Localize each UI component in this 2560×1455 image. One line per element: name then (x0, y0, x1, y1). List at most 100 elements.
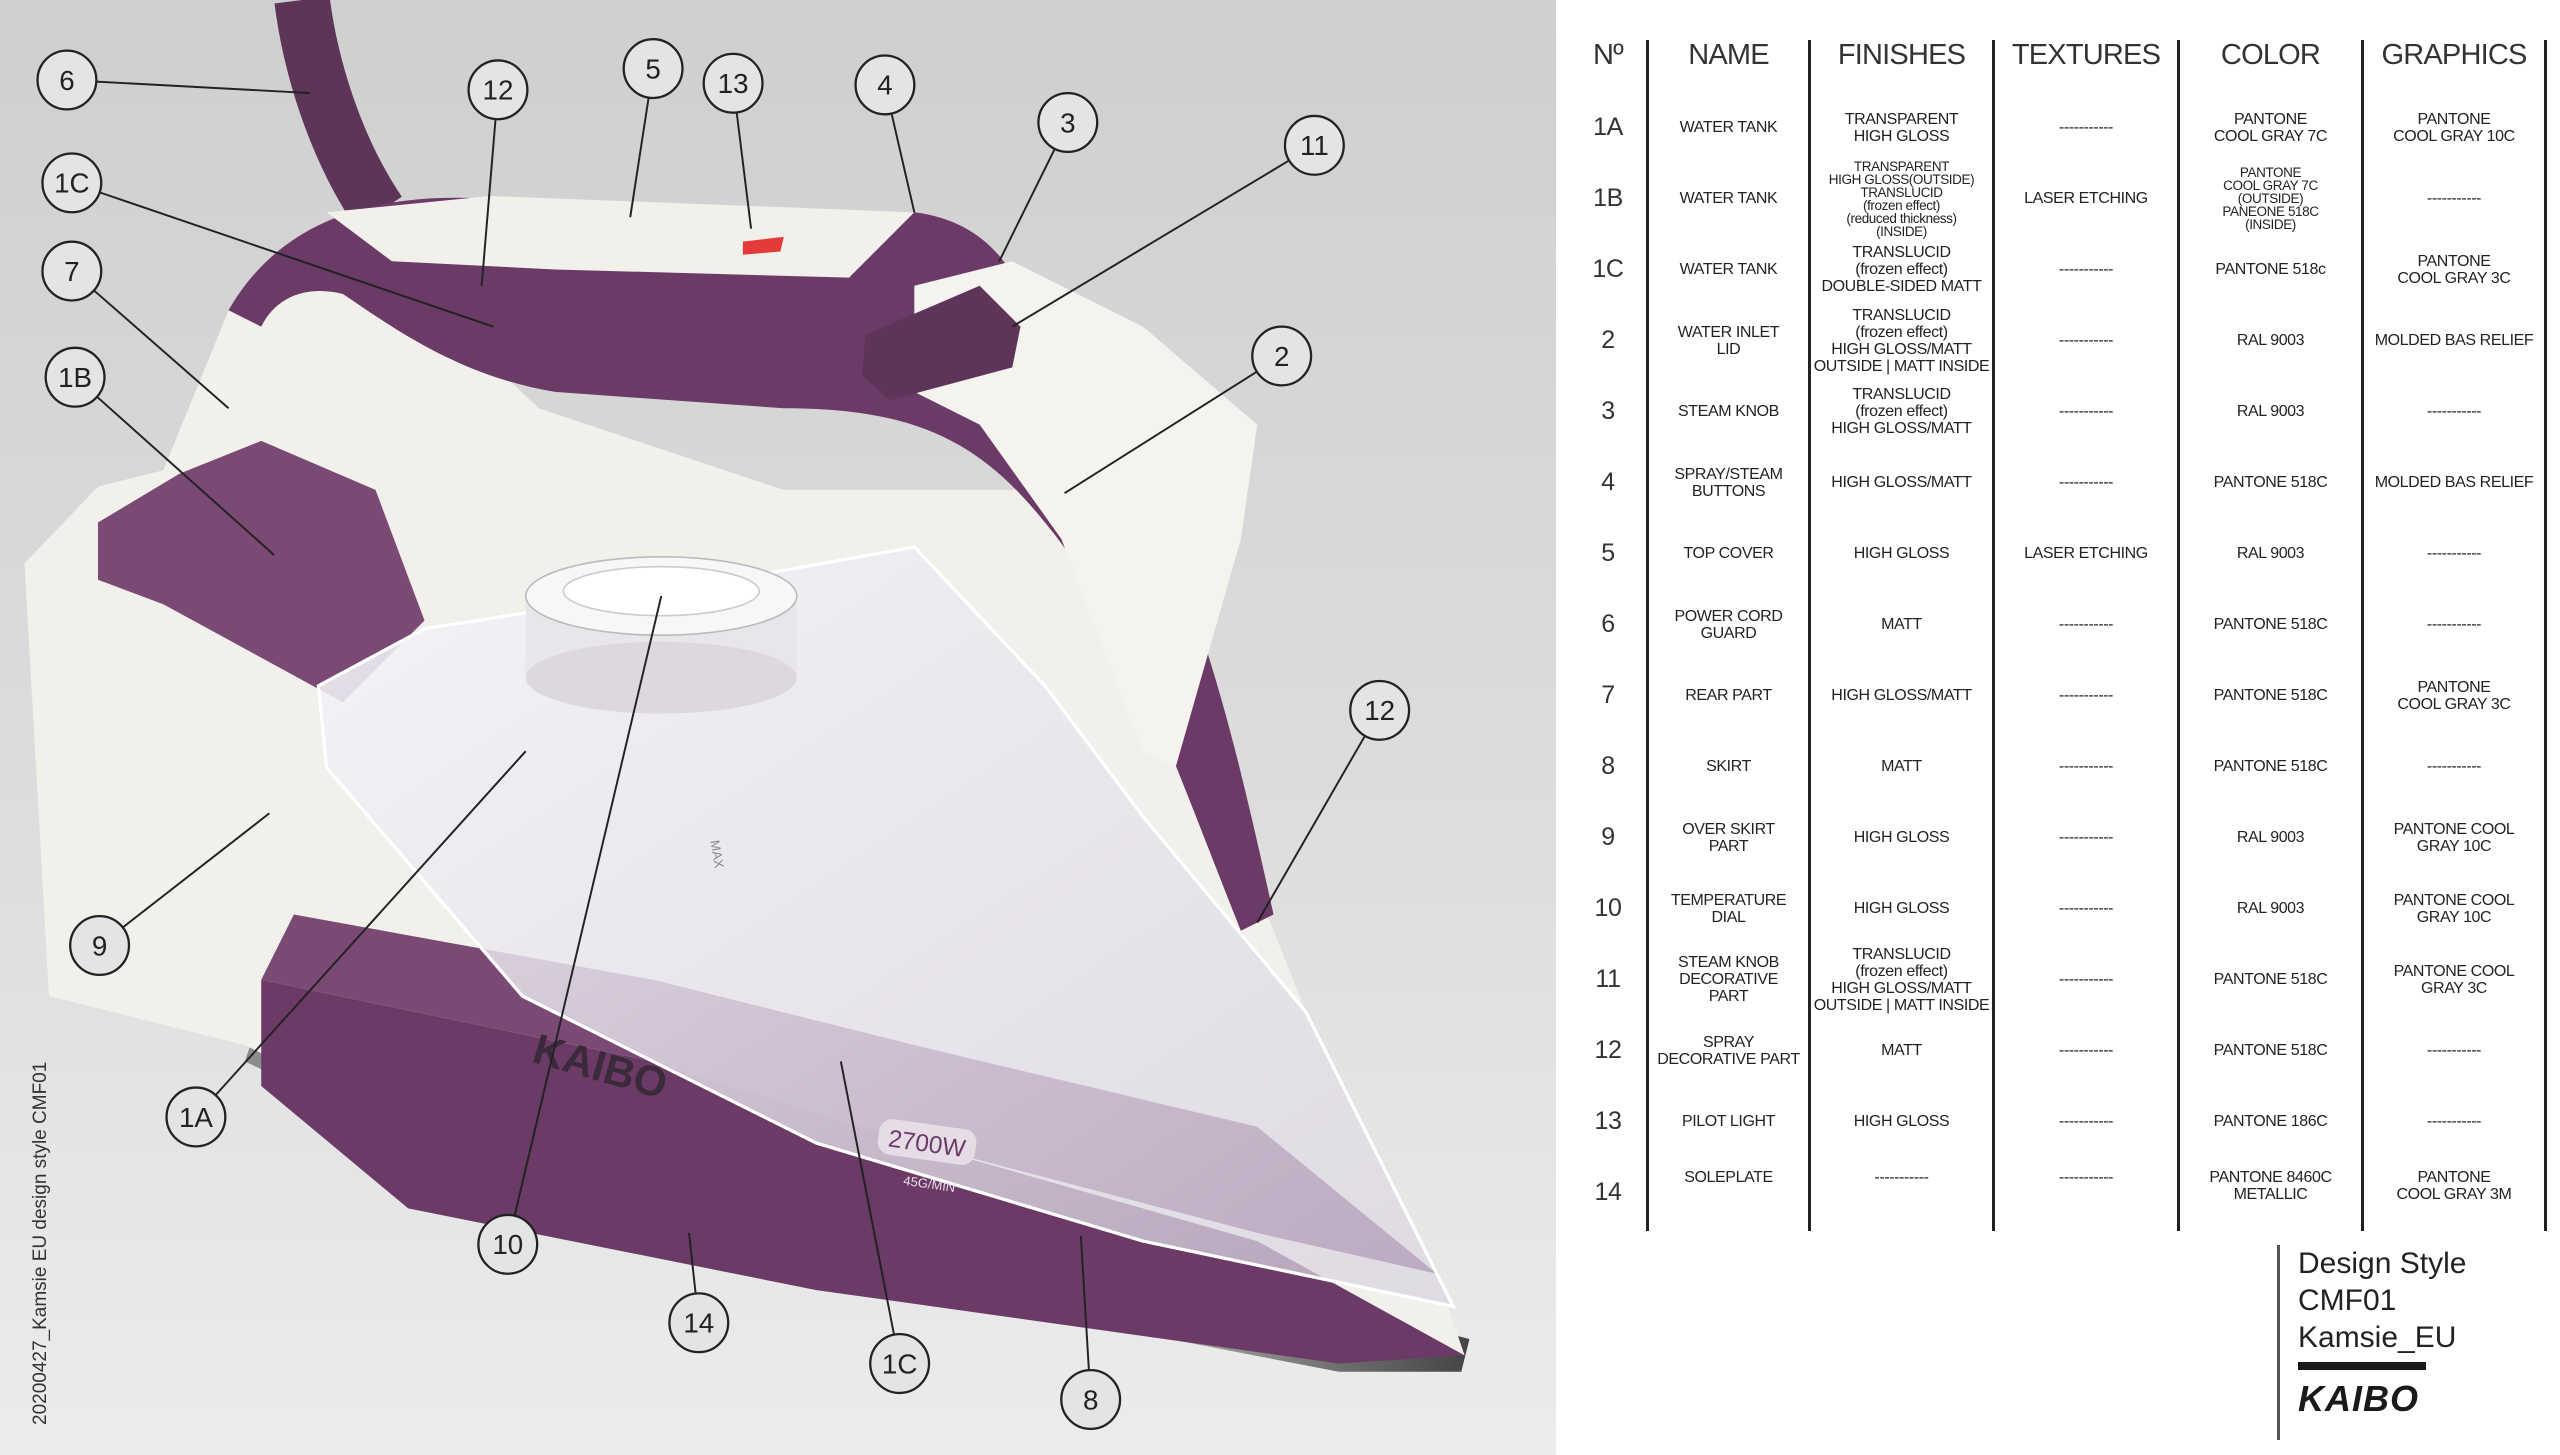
cell-name: SOLEPLATE (1646, 1157, 1808, 1231)
max-mark: MAX (707, 839, 727, 870)
cell-finishes: ----------- (1808, 1157, 1992, 1231)
cell-finishes: MATT (1808, 1015, 1992, 1086)
cell-textures: ----------- (1992, 731, 2177, 802)
callout-label: 1C (882, 1348, 917, 1379)
cell-textures: ----------- (1992, 1086, 2177, 1157)
callout-leader-line (122, 812, 271, 929)
row-number: 14 (1594, 1178, 1622, 1206)
cell-graphics: ----------- (2361, 1086, 2547, 1157)
design-style-label: Design Style (2298, 1247, 2467, 1280)
side-caption: 20200427_Kamsie EU design style CMF01 (30, 1061, 51, 1425)
row-number: 3 (1601, 397, 1615, 425)
cell-color: PANTONE COOL GRAY 7C (OUTSIDE) PANEONE 5… (2177, 163, 2361, 234)
row-number: 8 (1601, 752, 1615, 780)
cell-finishes: HIGH GLOSS (1808, 873, 1992, 944)
cell-name: STEAM KNOB DECORATIVE PART (1646, 944, 1808, 1015)
cell-name: WATER TANK (1646, 92, 1808, 163)
cell-textures: ----------- (1992, 305, 2177, 376)
cell-finishes: HIGH GLOSS/MATT (1808, 660, 1992, 731)
callout-label: 2 (1274, 341, 1289, 372)
callout-label: 10 (492, 1229, 523, 1260)
cell-name: WATER TANK (1646, 163, 1808, 234)
column-header-graphics: GRAPHICS (2361, 40, 2547, 70)
cell-color: PANTONE COOL GRAY 7C (2177, 92, 2361, 163)
column-header-name: NAME (1646, 40, 1808, 70)
callout-circle (477, 1213, 539, 1275)
callout-leader-line (96, 396, 275, 556)
cell-color: RAL 9003 (2177, 802, 2361, 873)
callout-leader-line (96, 80, 311, 95)
callout-circle (869, 1333, 931, 1395)
callout-label: 1A (179, 1102, 213, 1133)
callout-circle (69, 914, 131, 977)
cell-finishes: TRANSLUCID (frozen effect) HIGH GLOSS/MA… (1808, 944, 1992, 1015)
cell-name: WATER TANK (1646, 234, 1808, 305)
cell-finishes: TRANSLUCID (frozen effect) DOUBLE-SIDED … (1808, 234, 1992, 305)
callout-circle (1349, 679, 1411, 741)
callout-leader-line (480, 119, 497, 286)
callout-label: 6 (59, 65, 74, 96)
cell-finishes: TRANSLUCID (frozen effect) HIGH GLOSS/MA… (1808, 376, 1992, 447)
temperature-dial[interactable] (524, 556, 798, 714)
callout-label: 3 (1060, 107, 1075, 138)
cell-name: SPRAY/STEAM BUTTONS (1646, 447, 1808, 518)
cell-color: PANTONE 518C (2177, 660, 2361, 731)
cell-textures: ----------- (1992, 873, 2177, 944)
cell-finishes: HIGH GLOSS (1808, 1086, 1992, 1157)
callout-circle (41, 152, 103, 214)
cell-graphics: ----------- (2361, 731, 2547, 802)
cell-textures: LASER ETCHING (1992, 163, 2177, 234)
cell-graphics: ----------- (2361, 518, 2547, 589)
cell-textures: ----------- (1992, 660, 2177, 731)
row-number: 5 (1601, 539, 1615, 567)
row-number: 7 (1601, 681, 1615, 709)
cell-graphics: PANTONE COOL GRAY 3M (2361, 1157, 2547, 1231)
callout-label: 9 (92, 930, 107, 961)
row-number: 2 (1601, 326, 1615, 354)
callout-leader-line (1011, 159, 1290, 328)
callout-leader-line (93, 289, 230, 409)
callout-circle (1251, 325, 1313, 387)
callout-label: 11 (1300, 130, 1329, 161)
callout-circle (41, 240, 103, 302)
header-spacer (1992, 70, 2177, 92)
cell-graphics: MOLDED BAS RELIEF (2361, 447, 2547, 518)
cell-graphics: PANTONE COOL GRAY 3C (2361, 234, 2547, 305)
power-cord (274, 0, 402, 228)
cell-name: SPRAY DECORATIVE PART (1646, 1015, 1808, 1086)
design-code: CMF01 (2298, 1284, 2397, 1317)
callout-label: 1B (58, 362, 92, 393)
cell-graphics: ----------- (2361, 589, 2547, 660)
cell-color: RAL 9003 (2177, 518, 2361, 589)
cell-color: RAL 9003 (2177, 376, 2361, 447)
header-spacer (1570, 70, 1646, 92)
cell-textures: LASER ETCHING (1992, 518, 2177, 589)
cell-name: REAR PART (1646, 660, 1808, 731)
cell-name: TOP COVER (1646, 518, 1808, 589)
callout-circle (1037, 91, 1099, 154)
steam-rate: 45G/MIN (903, 1173, 957, 1195)
project-name: Kamsie_EU (2298, 1321, 2457, 1354)
pilot-light (742, 236, 784, 255)
cell-finishes: TRANSPARENT HIGH GLOSS(OUTSIDE) TRANSLUC… (1808, 159, 1992, 238)
callout-leader-line (1256, 735, 1366, 924)
kaibo-logo: KAIBO (2298, 1378, 2419, 1419)
cell-color: PANTONE 8460C METALLIC (2177, 1157, 2361, 1231)
callout-label: 12 (1364, 695, 1395, 726)
cell-graphics: ----------- (2361, 1015, 2547, 1086)
callout-circle (1060, 1368, 1122, 1431)
callout-label: 4 (877, 70, 892, 101)
callout-leader-line (735, 112, 753, 229)
callout-leader-line (998, 148, 1056, 262)
callout-label: 8 (1083, 1384, 1098, 1415)
column-header-finishes: FINISHES (1808, 40, 1992, 70)
cell-finishes: TRANSPARENT HIGH GLOSS (1808, 92, 1992, 163)
cell-name: WATER INLET LID (1646, 305, 1808, 376)
cell-graphics: PANTONE COOL GRAY 10C (2361, 92, 2547, 163)
callout-circle (467, 59, 529, 121)
cell-color: PANTONE 518C (2177, 589, 2361, 660)
cell-name: PILOT LIGHT (1646, 1086, 1808, 1157)
cell-color: PANTONE 186C (2177, 1086, 2361, 1157)
cell-graphics: PANTONE COOL GRAY 10C (2361, 873, 2547, 944)
